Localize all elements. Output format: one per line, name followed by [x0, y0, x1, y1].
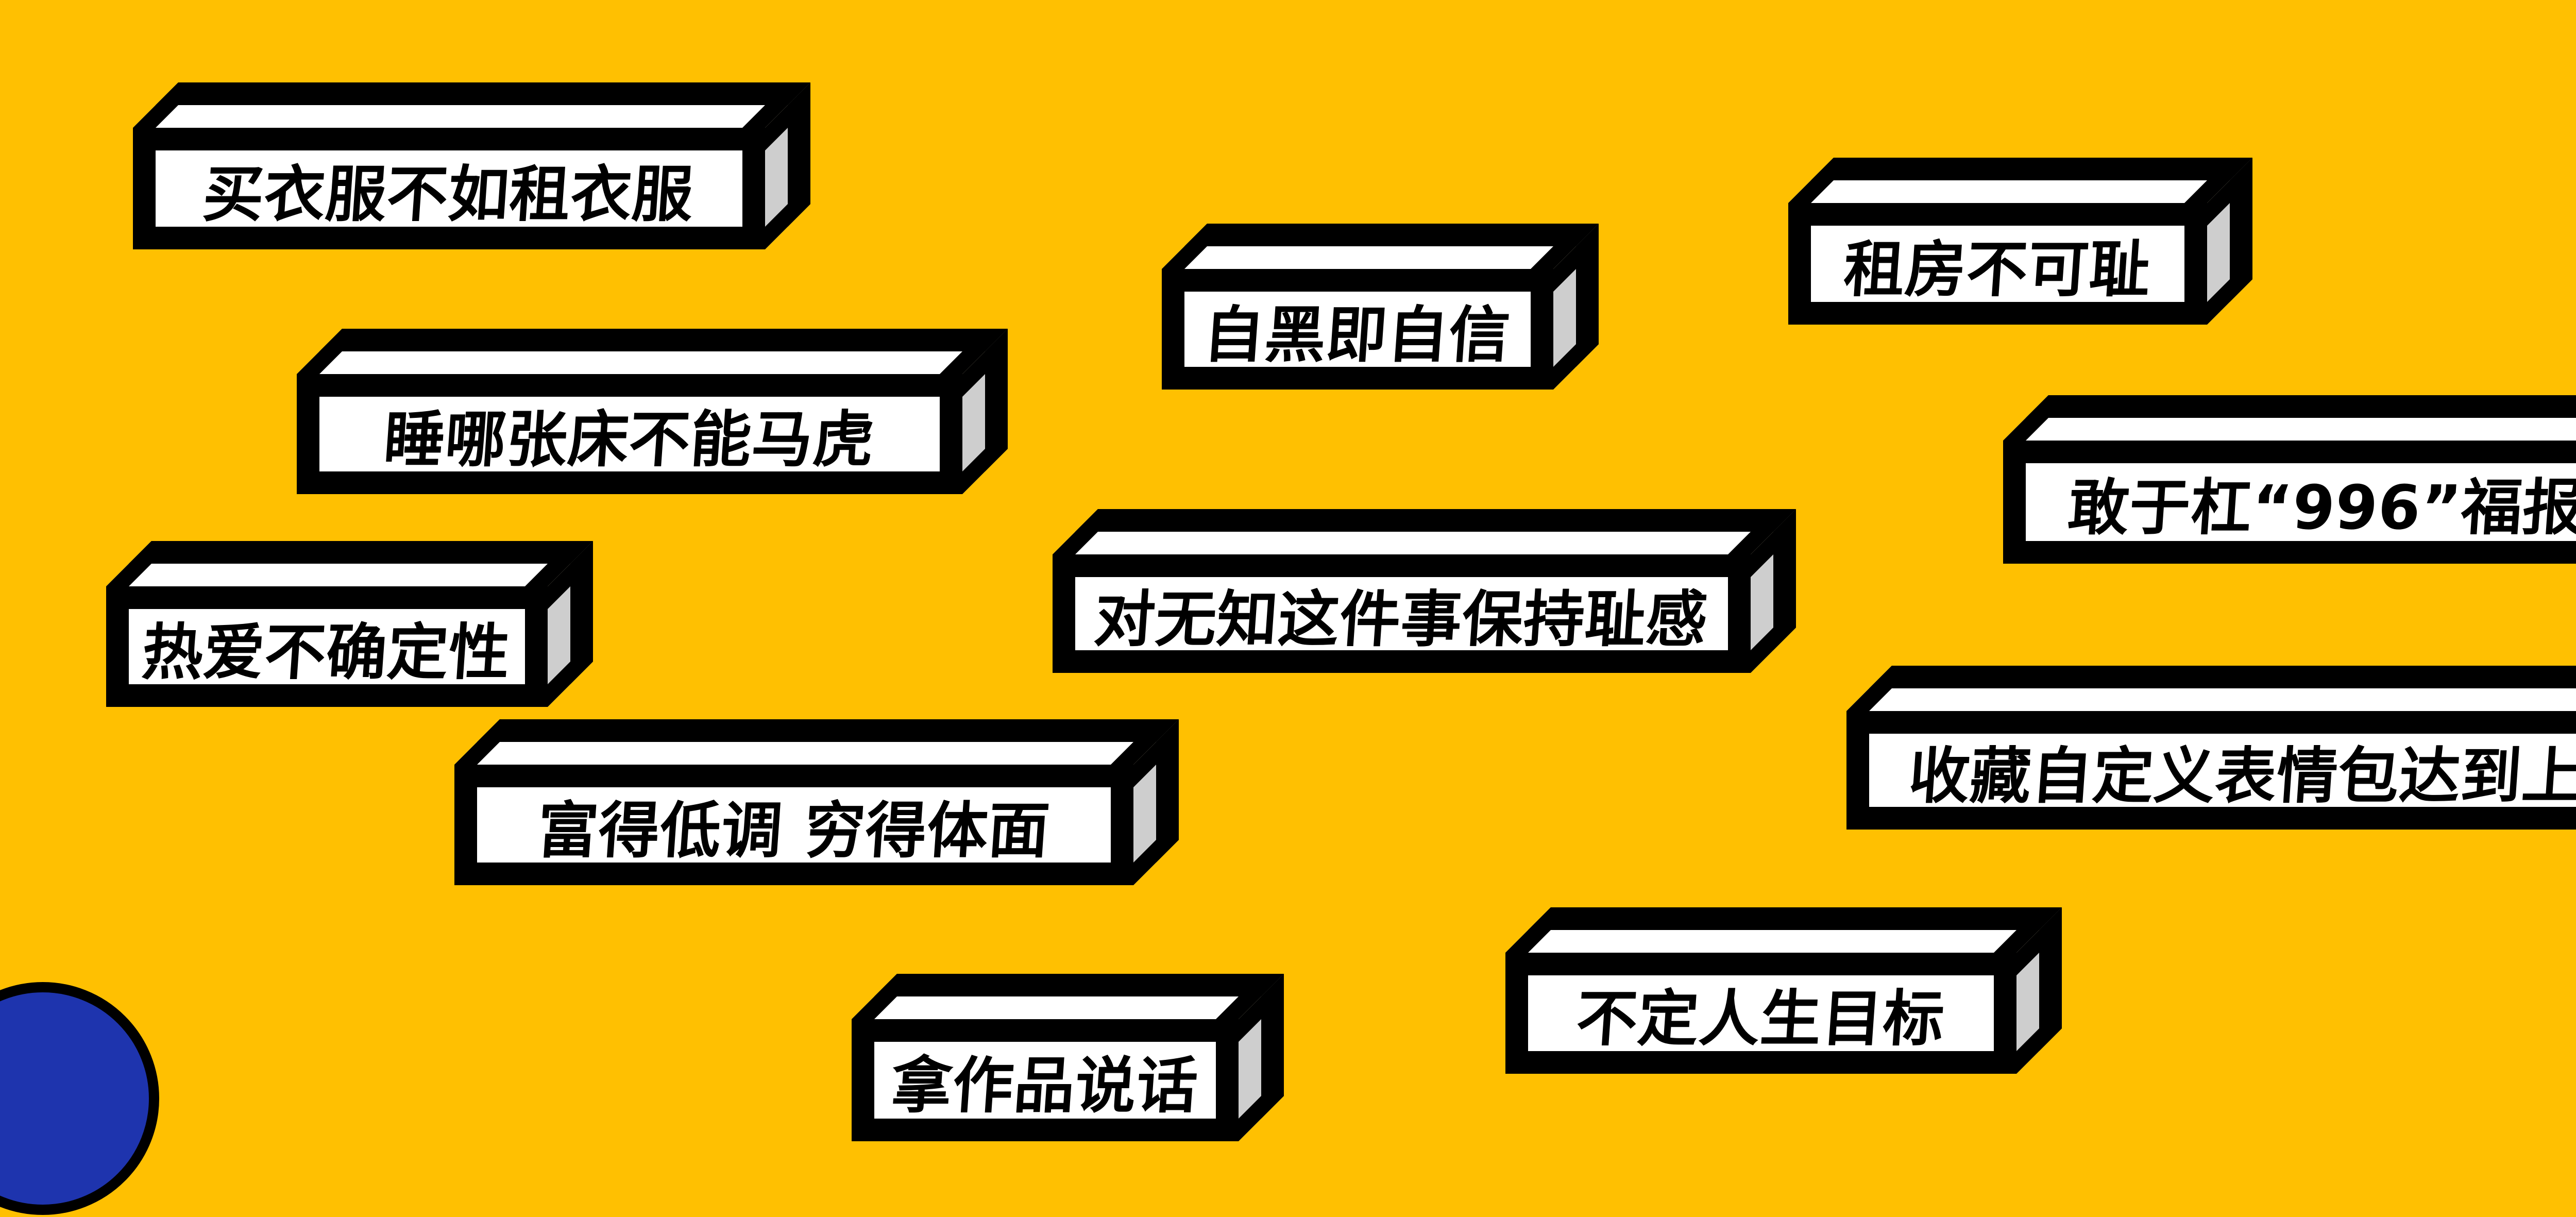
slogan-box-10: 拿作品说话 [852, 974, 1284, 1141]
slogan-text: 拿作品说话 [889, 1050, 1201, 1121]
slogan-text: 敢于杠“996”福报观 [2065, 472, 2576, 543]
corner-circle-bottom-left [0, 982, 159, 1215]
box-front-face: 对无知这件事保持耻感 [1053, 554, 1751, 673]
box-top-face [106, 541, 593, 586]
box-top-face [133, 82, 810, 128]
slogan-text: 睡哪张床不能马虎 [381, 404, 877, 475]
box-top-face [1846, 666, 2576, 711]
box-top-face [1788, 158, 2252, 203]
slogan-box-7: 对无知这件事保持耻感 [1053, 509, 1796, 673]
box-front-face: 不定人生目标 [1505, 953, 2016, 1074]
slogan-text: 不定人生目标 [1574, 983, 1947, 1054]
box-front-face: 睡哪张床不能马虎 [297, 374, 962, 494]
box-top-face [1505, 907, 2062, 953]
slogan-box-11: 不定人生目标 [1505, 907, 2062, 1074]
slogan-box-4: 租房不可耻 [1788, 158, 2252, 325]
box-top-face [1162, 224, 1599, 269]
box-top-face [1053, 509, 1796, 554]
slogan-box-2: 睡哪张床不能马虎 [297, 329, 1008, 494]
box-front-face: 收藏自定义表情包达到上限的300个 [1846, 711, 2576, 830]
slogan-text: 对无知这件事保持耻感 [1092, 583, 1710, 655]
slogan-box-3: 自黑即自信 [1162, 224, 1599, 390]
box-front-face: 自黑即自信 [1162, 269, 1553, 390]
box-front-face: 租房不可耻 [1788, 203, 2207, 325]
box-top-face [454, 719, 1179, 765]
box-front-face: 富得低调 穷得体面 [454, 765, 1133, 885]
slogan-box-6: 热爱不确定性 [106, 541, 593, 707]
slogan-box-1: 买衣服不如租衣服 [133, 82, 810, 249]
slogan-text: 自黑即自信 [1201, 299, 1513, 370]
slogan-text: 收藏自定义表情包达到上限的300个 [1906, 740, 2576, 812]
box-front-face: 买衣服不如租衣服 [133, 128, 765, 249]
box-front-face: 敢于杠“996”福报观 [2003, 441, 2576, 564]
slogan-box-9: 富得低调 穷得体面 [454, 719, 1179, 885]
slogan-text: 热爱不确定性 [140, 616, 513, 688]
box-front-face: 热爱不确定性 [106, 586, 548, 707]
slogan-box-5: 敢于杠“996”福报观 [2003, 395, 2576, 564]
slogan-text: 租房不可耻 [1841, 233, 2154, 305]
box-top-face [852, 974, 1284, 1019]
box-front-face: 拿作品说话 [852, 1019, 1239, 1141]
slogan-text: 买衣服不如租衣服 [200, 158, 697, 230]
box-top-face [2003, 395, 2576, 441]
slogan-text: 富得低调 穷得体面 [535, 795, 1053, 866]
box-top-face [297, 329, 1008, 374]
slogan-box-8: 收藏自定义表情包达到上限的300个 [1846, 666, 2576, 830]
